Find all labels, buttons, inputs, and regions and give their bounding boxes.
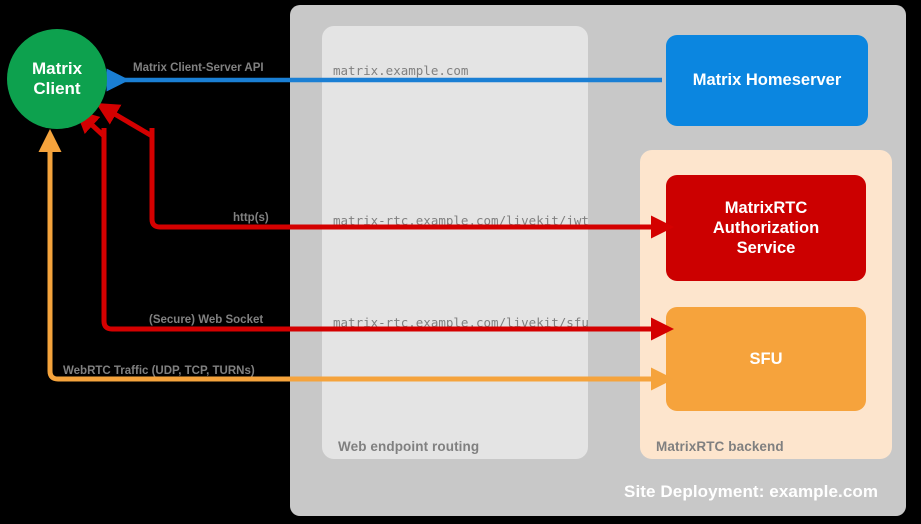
web-endpoint-routing-container	[322, 26, 588, 459]
web-endpoint-routing-label: Web endpoint routing	[338, 439, 480, 454]
matrixrtc-jwt-endpoint-label: matrix-rtc.example.com/livekit/jwt	[333, 213, 589, 228]
auth-label-line1: MatrixRTC	[724, 198, 808, 217]
matrix-homeserver-endpoint-label: matrix.example.com	[333, 63, 469, 78]
matrixrtc-authorization-service-box[interactable]: MatrixRTC Authorization Service	[666, 175, 866, 281]
flow-label-client-server-api: Matrix Client-Server API	[133, 62, 264, 74]
auth-label-line2: Authorization	[712, 218, 820, 237]
matrixrtc-backend-label: MatrixRTC backend	[656, 439, 784, 454]
arrow-https-to-client	[95, 102, 154, 139]
flow-label-webrtc: WebRTC Traffic (UDP, TCP, TURNs)	[63, 365, 255, 377]
matrix-homeserver-label: Matrix Homeserver	[692, 71, 842, 90]
site-deployment-label: Site Deployment: example.com	[624, 482, 879, 501]
matrix-homeserver-box[interactable]: Matrix Homeserver	[666, 35, 868, 126]
sfu-label: SFU	[749, 349, 783, 368]
auth-label-line3: Service	[736, 239, 796, 258]
matrix-client-node[interactable]: Matrix Client	[7, 29, 107, 129]
matrix-client-label-line2: Client	[33, 79, 81, 98]
matrixrtc-sfu-endpoint-label: matrix-rtc.example.com/livekit/sfu	[333, 315, 589, 330]
sfu-box[interactable]: SFU	[666, 307, 866, 411]
matrix-client-label-line1: Matrix	[31, 58, 83, 78]
flow-label-websocket: (Secure) Web Socket	[149, 314, 264, 326]
flow-label-https: http(s)	[233, 212, 269, 224]
